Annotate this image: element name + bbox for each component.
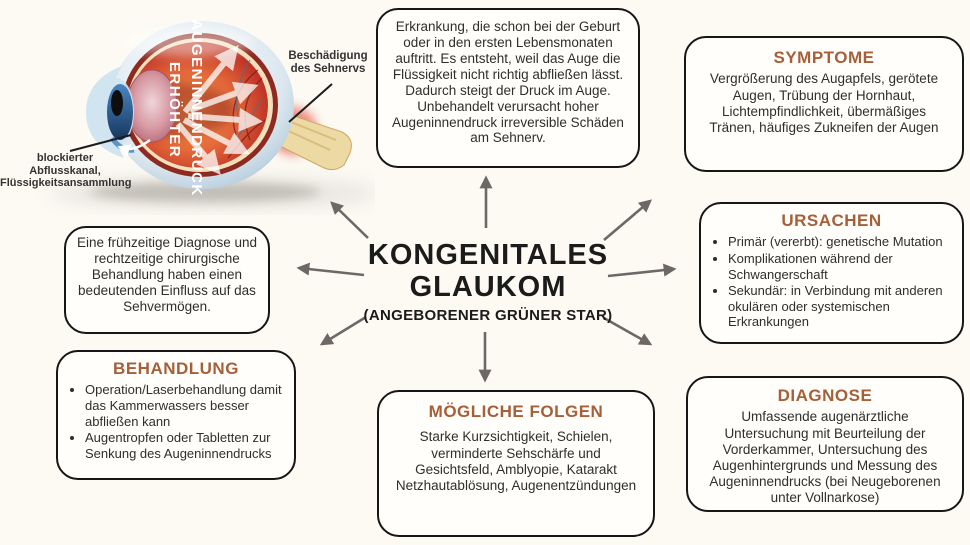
folgen-text: Starke Kurzsichtigkeit, Schielen, vermin… — [395, 429, 637, 493]
arrow-to-eye-image — [330, 201, 369, 239]
list-item: Augentropfen oder Tabletten zur Senkung … — [85, 430, 284, 461]
svg-text:ERHÖHTER: ERHÖHTER — [166, 62, 183, 158]
diagnose-box: DIAGNOSE Umfassende augenärztliche Unter… — [686, 376, 964, 512]
list-item: Sekundär: in Verbindung mit anderen okul… — [728, 283, 952, 330]
prognose-box: Eine frühzeitige Diagnose und rechtzeiti… — [64, 226, 270, 334]
blocked-flow-arrow — [117, 138, 151, 157]
blocked-drainage-label: blockierter Abflusskanal, Flüssigkeitsan… — [0, 152, 132, 190]
svg-text:AUGENINNENDRUCK: AUGENINNENDRUCK — [188, 19, 205, 197]
arrow-to-behandlung — [319, 315, 367, 346]
eye-shadow — [50, 177, 375, 209]
behandlung-box: BEHANDLUNG Operation/Laserbehandlung dam… — [56, 350, 296, 480]
list-item: Primär (vererbt): genetische Mutation — [728, 234, 952, 250]
arrow-to-symptome — [603, 199, 652, 241]
behandlung-title: BEHANDLUNG — [113, 359, 239, 378]
pressure-arrows — [175, 44, 263, 175]
symptome-box: SYMPTOME Vergrößerung des Augapfels, ger… — [684, 36, 964, 172]
arrow-to-prognose — [296, 262, 365, 277]
ursachen-box: URSACHEN Primär (vererbt): genetische Mu… — [699, 202, 964, 344]
ursachen-title: URSACHEN — [781, 211, 882, 230]
definition-text: Erkrankung, die schon bei der Geburt ode… — [392, 19, 624, 146]
list-item: Komplikationen während der Schwangerscha… — [728, 251, 952, 282]
symptome-title: SYMPTOME — [773, 48, 875, 67]
center-title-block: KONGENITALES GLAUKOM (ANGEBORENER GRÜNER… — [338, 239, 638, 324]
optic-nerve-damage-label: Beschädigung des Sehnervs — [288, 50, 368, 76]
pressure-label: ERHÖHTER AUGENINNENDRUCK — [166, 19, 205, 197]
annotation-lines — [69, 83, 333, 152]
page-subtitle: (ANGEBORENER GRÜNER STAR) — [363, 306, 613, 324]
behandlung-list: Operation/Laserbehandlung damit das Kamm… — [68, 382, 284, 461]
diagnose-title: DIAGNOSE — [777, 386, 873, 405]
arrow-to-ursachen — [607, 263, 677, 278]
folgen-title: MÖGLICHE FOLGEN — [428, 402, 604, 421]
eye-illustration: ERHÖHTER AUGENINNENDRUCK — [50, 19, 375, 209]
arrow-to-diagnose — [603, 316, 653, 346]
page-title: KONGENITALES GLAUKOM — [367, 239, 609, 303]
ursachen-list: Primär (vererbt): genetische Mutation Ko… — [711, 234, 952, 330]
list-item: Operation/Laserbehandlung damit das Kamm… — [85, 382, 284, 429]
cornea-iris-pupil — [86, 66, 135, 158]
definition-box: Erkrankung, die schon bei der Geburt ode… — [376, 8, 640, 168]
prognose-text: Eine frühzeitige Diagnose und rechtzeiti… — [76, 235, 258, 314]
diagnose-text: Umfassende augenärztliche Untersuchung m… — [709, 409, 941, 506]
symptome-text: Vergrößerung des Augapfels, gerötete Aug… — [709, 71, 939, 135]
folgen-box: MÖGLICHE FOLGEN Starke Kurzsichtigkeit, … — [377, 390, 655, 537]
